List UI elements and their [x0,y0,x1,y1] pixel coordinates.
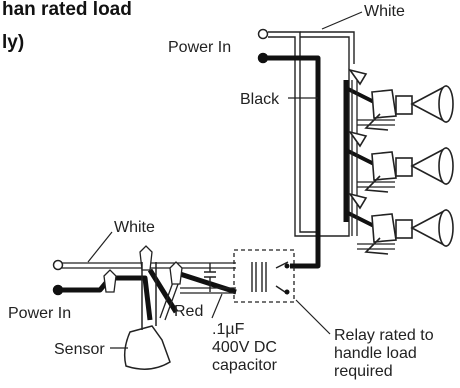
relay-coil [251,261,289,295]
title-line-2: ly) [2,32,24,53]
power-in-left-black-terminal [52,284,64,296]
relay-contact-2 [284,289,290,295]
label-white-top: White [364,3,405,20]
power-in-top-terminal [257,28,269,40]
label-black: Black [240,91,280,108]
label-relay-line-3: required [334,363,393,380]
wire-nut-3 [103,269,117,293]
lamp-1 [348,68,454,131]
label-capacitor-line-1: .1µF [212,321,245,338]
label-capacitor-line-2: 400V DC [212,339,277,356]
lamp-3 [348,192,454,255]
black-wire [263,55,321,269]
lamp-2 [348,130,454,193]
label-power-in-top: Power In [168,39,231,56]
white-wire-top [268,31,355,237]
white-left-leader [87,231,113,263]
label-sensor: Sensor [54,341,105,358]
relay-contact-1 [284,263,290,269]
label-capacitor-line-3: capacitor [212,357,278,374]
power-in-left-white-terminal [52,259,64,271]
white-top-leader [321,11,363,30]
label-power-in-left: Power In [8,305,71,322]
label-red: Red [174,303,203,320]
title-line-1: han rated load [2,0,132,20]
sensor-device [123,262,171,370]
capacitor-leader [211,293,223,319]
lamp-white-bus [351,80,395,250]
capacitor-symbol [204,263,216,292]
label-relay-line-2: handle load [334,345,417,362]
relay-leader [295,299,331,335]
label-relay-line-1: Relay rated to [334,327,434,344]
relay-box [233,249,295,303]
wire-nut-2 [169,261,183,285]
label-white-left: White [114,219,155,236]
black-wire-sensor [147,268,237,314]
